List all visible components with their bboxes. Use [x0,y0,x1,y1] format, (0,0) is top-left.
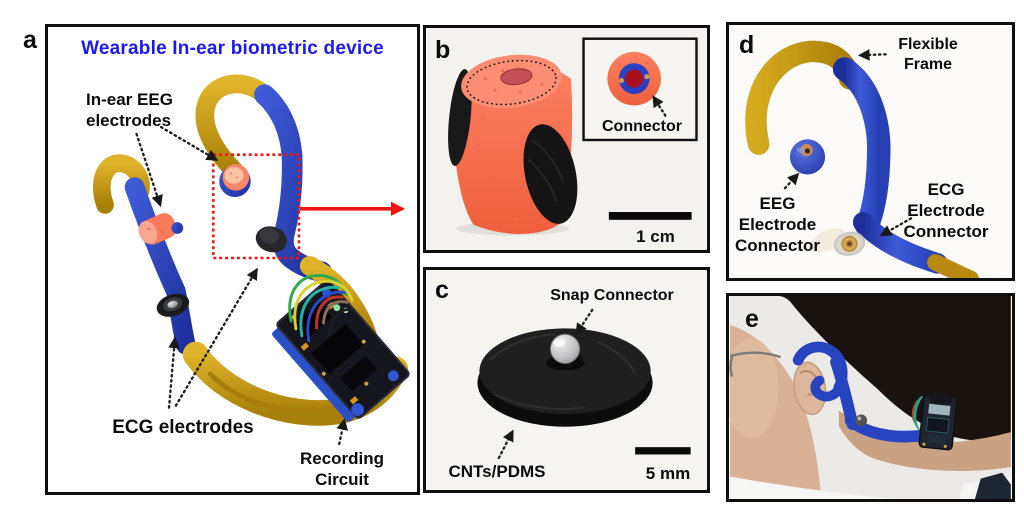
in-ear-eeg-label-line2: electrodes [86,111,172,131]
ecg-electrode-connector [809,228,866,256]
recording-circuit-label-line2: Circuit [315,470,369,490]
shirt [730,476,935,499]
ear [793,361,827,416]
in-ear-eeg-label: In-ear EEG electrodes [86,89,206,131]
eeg-connector-label-line2: Electrode [738,215,817,235]
flexible-frame-label-line2: Frame [903,55,953,73]
panel-e: e [726,293,1015,502]
in-ear-eeg-electrode-on-frame [219,164,251,198]
panel-d-letter: d [739,31,755,59]
panel-c-letter: c [435,276,449,304]
electrode-window [500,68,533,86]
scale-label-1cm: 1 cm [636,227,675,246]
dotted-arrows [135,125,349,446]
panel-b-letter: b [435,36,451,64]
ecg-connector-label-line2: Electrode [907,201,985,221]
panel-a-letter: a [23,26,37,54]
eeg-connector-label-line3: Connector [735,236,820,256]
arrow-eeg-connector-icon [783,172,800,190]
earhook-frame-left [92,154,196,355]
panel-a-photo [92,74,410,446]
recording-circuit-label-line1: Recording [299,449,385,468]
panel-c: c Snap Connector CNTs/PDMS 5 mm [423,267,710,493]
panel-d-photo [729,25,1012,278]
connector-ring [618,63,650,94]
recording-circuit-worn [911,393,958,451]
ecg-electrode-mid [255,226,287,253]
connector-inset [582,37,698,142]
panel-b-photo [426,28,707,250]
recording-circuit-label: Recording Circuit [294,448,390,490]
ecg-snap-on-neck [855,414,868,427]
ecg-connector-label-line3: Connector [903,222,989,242]
foam-earplug [448,54,578,234]
arrow-snap-icon [575,308,594,336]
connector-label: Connector [602,118,682,135]
red-zoom-box [212,153,301,260]
snap-connector-label: Snap Connector [550,287,674,304]
ecg-connector-label-line1: ECG [927,180,965,199]
arrow-frame-icon [857,49,887,61]
panel-e-photo [729,296,1011,499]
cnts-pdms-label: CNTs/PDMS [448,462,546,481]
wearable-device-on-ear [792,341,933,443]
snap-connector-stud [549,333,581,364]
dotted-ellipse-outline [466,59,557,106]
eeg-connector-label: EEG Electrode Connector [729,193,826,256]
flexible-frame-label-line1: Flexible [898,36,958,53]
arrow-ecg-connector-icon [879,217,913,237]
panel-d: d Flexible Frame EEG Electrode Connector… [726,22,1015,281]
arrow-cnts-icon [497,429,514,460]
flexible-frame [745,40,979,278]
arrow-connector-icon [652,95,667,117]
scale-label-5mm: 5 mm [645,464,691,483]
neck [838,410,1011,471]
panel-a: Wearable In-ear biometric device In-ear … [45,24,420,495]
arrow-eeg-to-detached-icon [135,132,163,208]
eeg-connector-label-line1: EEG [759,194,796,213]
ecg-electrode-low [156,293,190,317]
panel-a-title: Wearable In-ear biometric device [81,38,384,59]
panel-b: b Connector 1 cm [423,25,710,253]
collar [974,472,1011,499]
glasses [729,351,782,378]
flexible-frame-label: Flexible Frame [881,35,975,75]
scale-bar [635,447,691,455]
arrow-eeg-to-frame-icon [159,125,219,161]
in-ear-eeg-electrode-detached [138,213,184,245]
eeg-electrode-connector [789,139,826,175]
arrow-ecg-to-mid-icon [174,267,258,407]
arrow-ecg-to-low-icon [167,336,181,409]
ecg-electrodes-label: ECG electrodes [112,417,254,438]
black-patch-right [523,124,578,224]
panel-e-letter: e [745,305,759,333]
arrow-recording-icon [336,418,349,446]
circuit-wires [288,274,355,343]
panel-c-photo [426,270,707,490]
in-ear-eeg-label-line1: In-ear EEG [86,90,173,109]
scale-bar [608,212,692,220]
ecg-connector-label: ECG Electrode Connector [887,179,1005,242]
